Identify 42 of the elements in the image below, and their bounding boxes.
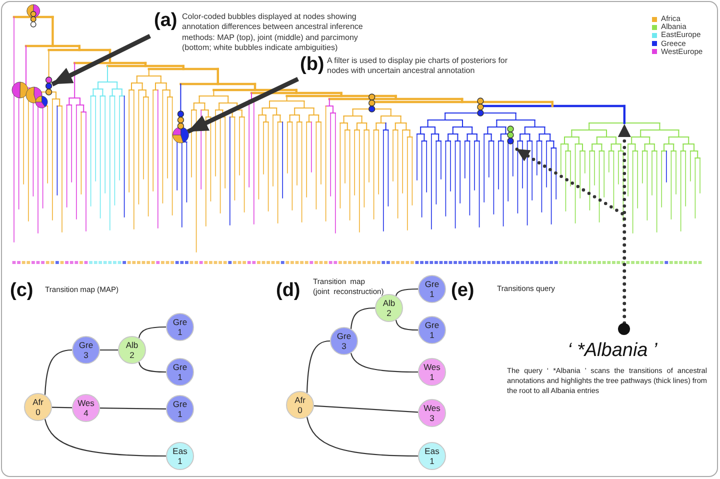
connector-line xyxy=(44,418,166,457)
connector-line xyxy=(138,362,166,373)
connector-line xyxy=(52,406,72,408)
query-dot-icon xyxy=(618,323,630,335)
state-bubble: Eas 1 xyxy=(418,442,446,470)
state-bubble: Wes 1 xyxy=(418,358,446,386)
panel-letter: (c) xyxy=(10,280,34,301)
connector-line xyxy=(306,416,418,457)
connector-line xyxy=(395,288,418,296)
panel-letter: (b) xyxy=(300,54,324,75)
arrow xyxy=(186,76,299,134)
state-bubble: Gre 1 xyxy=(418,316,446,344)
panel-letter: (d) xyxy=(276,280,300,301)
state-bubble: Gre 1 xyxy=(418,275,446,303)
panel-letter: (a) xyxy=(154,10,178,31)
state-bubble: Gre 3 xyxy=(330,327,358,355)
state-bubble: Gre 1 xyxy=(166,395,194,423)
connector-line xyxy=(350,352,418,373)
dotted-arrow xyxy=(514,147,626,325)
state-bubble: Alb 2 xyxy=(118,336,146,364)
query-text: ‘ *Albania ’ xyxy=(567,340,658,362)
callout-text: Color-coded bubbles displayed at nodes showing annotation differences between ancestral inference methods: MAP (top), joint (middle) and parcimony (bottom; white bubbles indicate ambiguities) xyxy=(182,12,364,54)
connector-line xyxy=(395,320,418,331)
state-bubble: Wes 4 xyxy=(72,394,100,422)
panel-letter: (e) xyxy=(451,280,474,301)
state-bubble: Gre 1 xyxy=(166,358,194,386)
connector-line xyxy=(100,408,166,410)
state-bubble: Gre 1 xyxy=(166,313,194,341)
connector-line xyxy=(350,307,376,329)
state-bubble: Eas 1 xyxy=(166,442,194,470)
state-bubble: Afr 0 xyxy=(24,393,52,421)
state-bubble: Wes 3 xyxy=(418,399,446,427)
connector-line xyxy=(44,349,72,395)
connector-line xyxy=(306,340,330,393)
state-bubble: Alb 2 xyxy=(375,294,403,322)
state-bubble: Gre 3 xyxy=(72,336,100,364)
arrow xyxy=(51,34,151,86)
connector-line xyxy=(314,405,418,413)
connector-line xyxy=(100,349,118,351)
callout-text: A filter is used to display pie charts of posteriors for nodes with uncertain ancestral annotation xyxy=(327,56,509,77)
state-bubble: Afr 0 xyxy=(286,391,314,419)
connector-line xyxy=(138,326,166,338)
